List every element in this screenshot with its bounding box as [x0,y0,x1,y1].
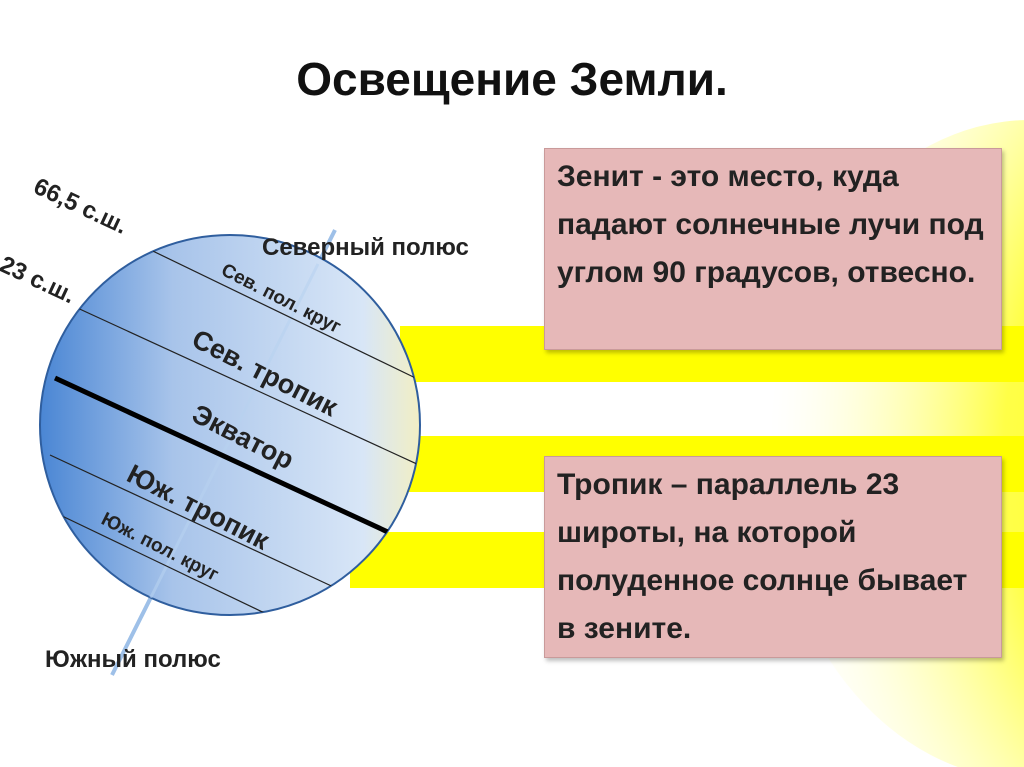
earth-globe [39,234,421,616]
antarctic-circle-line [59,514,301,615]
south-pole-label: Южный полюс [45,646,221,673]
earth-axis-inner [140,263,320,615]
equator-line [53,375,392,536]
tropic-capricorn-line [49,454,341,591]
lat-66-label: 66,5 с.ш. [29,173,131,240]
arctic-circle-line [129,239,420,386]
slide-title: Освещение Земли. [296,53,728,105]
tropic-cancer-line [59,299,420,471]
lat-23-label: 23 с.ш. [0,251,79,309]
north-pole-label: Северный полюс [262,234,469,261]
parallels [49,239,420,615]
zenith-definition-box: Зенит - это место, куда падают солнечные… [544,148,1002,350]
tropic-definition-box: Тропик – параллель 23 широты, на которой… [544,456,1002,658]
